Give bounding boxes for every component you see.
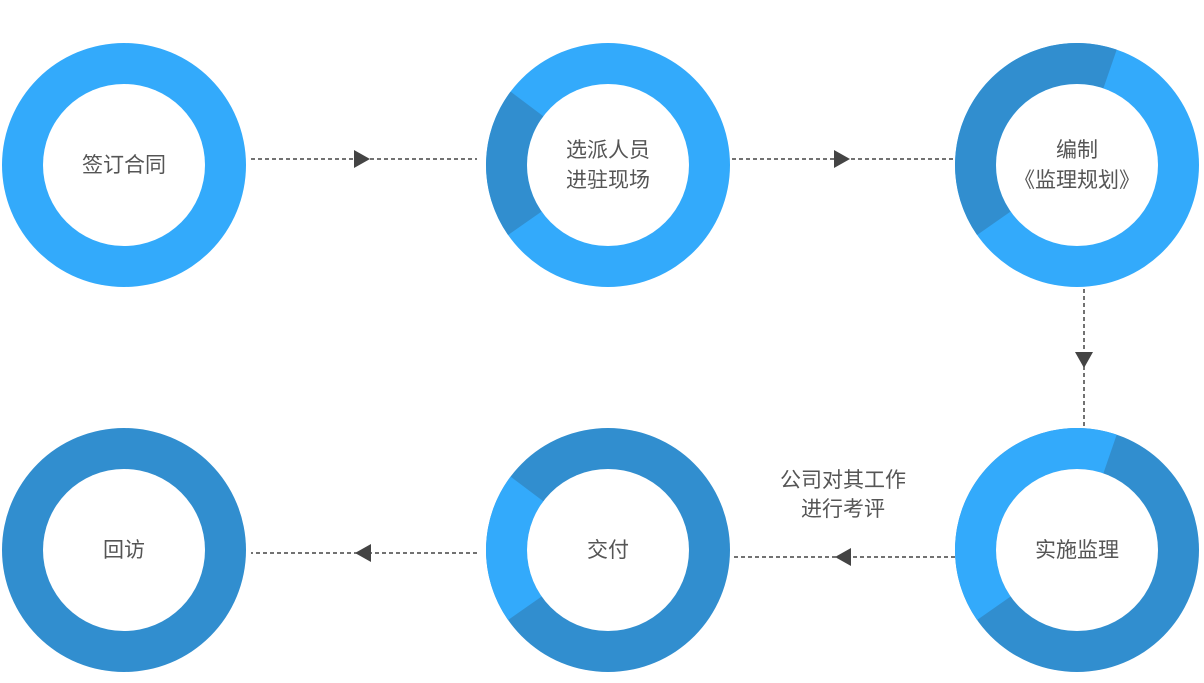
annotation-line-2: 进行考评 [801, 497, 885, 521]
step-label-line: 编制 [1056, 138, 1098, 162]
step-ring-dispatch-staff [486, 43, 730, 287]
ring-center [996, 469, 1158, 631]
evaluation-annotation: 公司对其工作 进行考评 [748, 466, 938, 524]
arrowhead-icon [1075, 352, 1093, 368]
step-label-line: 《监理规划》 [1014, 168, 1140, 192]
ring-center [43, 469, 205, 631]
step-label-line: 实施监理 [1035, 538, 1119, 562]
connector-3-4 [1075, 289, 1093, 428]
ring-center [527, 84, 689, 246]
arrowhead-icon [835, 548, 851, 566]
connector-4-5 [732, 548, 955, 566]
connector-1-2 [251, 150, 477, 168]
ring-center [527, 469, 689, 631]
ring-center [996, 84, 1158, 246]
step-label-revisit: 回访 [54, 535, 194, 565]
step-ring-deliver [486, 428, 730, 672]
ring-segment [486, 91, 544, 235]
step-label-implement-supervision: 实施监理 [1007, 535, 1147, 565]
ring-segment [954, 42, 1117, 235]
step-label-line: 交付 [587, 538, 629, 562]
arrowhead-icon [834, 150, 850, 168]
ring-segment [486, 476, 544, 620]
connector-5-6 [251, 544, 477, 562]
step-label-line: 进驻现场 [566, 168, 650, 192]
step-label-deliver: 交付 [538, 535, 678, 565]
step-label-compile-plan: 编制《监理规划》 [1007, 135, 1147, 195]
arrowhead-icon [354, 150, 370, 168]
arrowhead-icon [355, 544, 371, 562]
ring-segment [954, 428, 1117, 620]
step-label-sign-contract: 签订合同 [54, 150, 194, 180]
step-label-dispatch-staff: 选派人员进驻现场 [538, 135, 678, 195]
step-label-line: 签订合同 [82, 153, 166, 177]
step-ring-implement-supervision [954, 428, 1199, 672]
step-ring-sign-contract [2, 43, 246, 287]
annotation-line-1: 公司对其工作 [780, 468, 906, 492]
step-ring-compile-plan [954, 42, 1199, 287]
step-ring-revisit [2, 428, 246, 672]
connector-2-3 [732, 150, 955, 168]
ring-center [43, 84, 205, 246]
step-label-line: 选派人员 [566, 138, 650, 162]
step-label-line: 回访 [103, 538, 145, 562]
